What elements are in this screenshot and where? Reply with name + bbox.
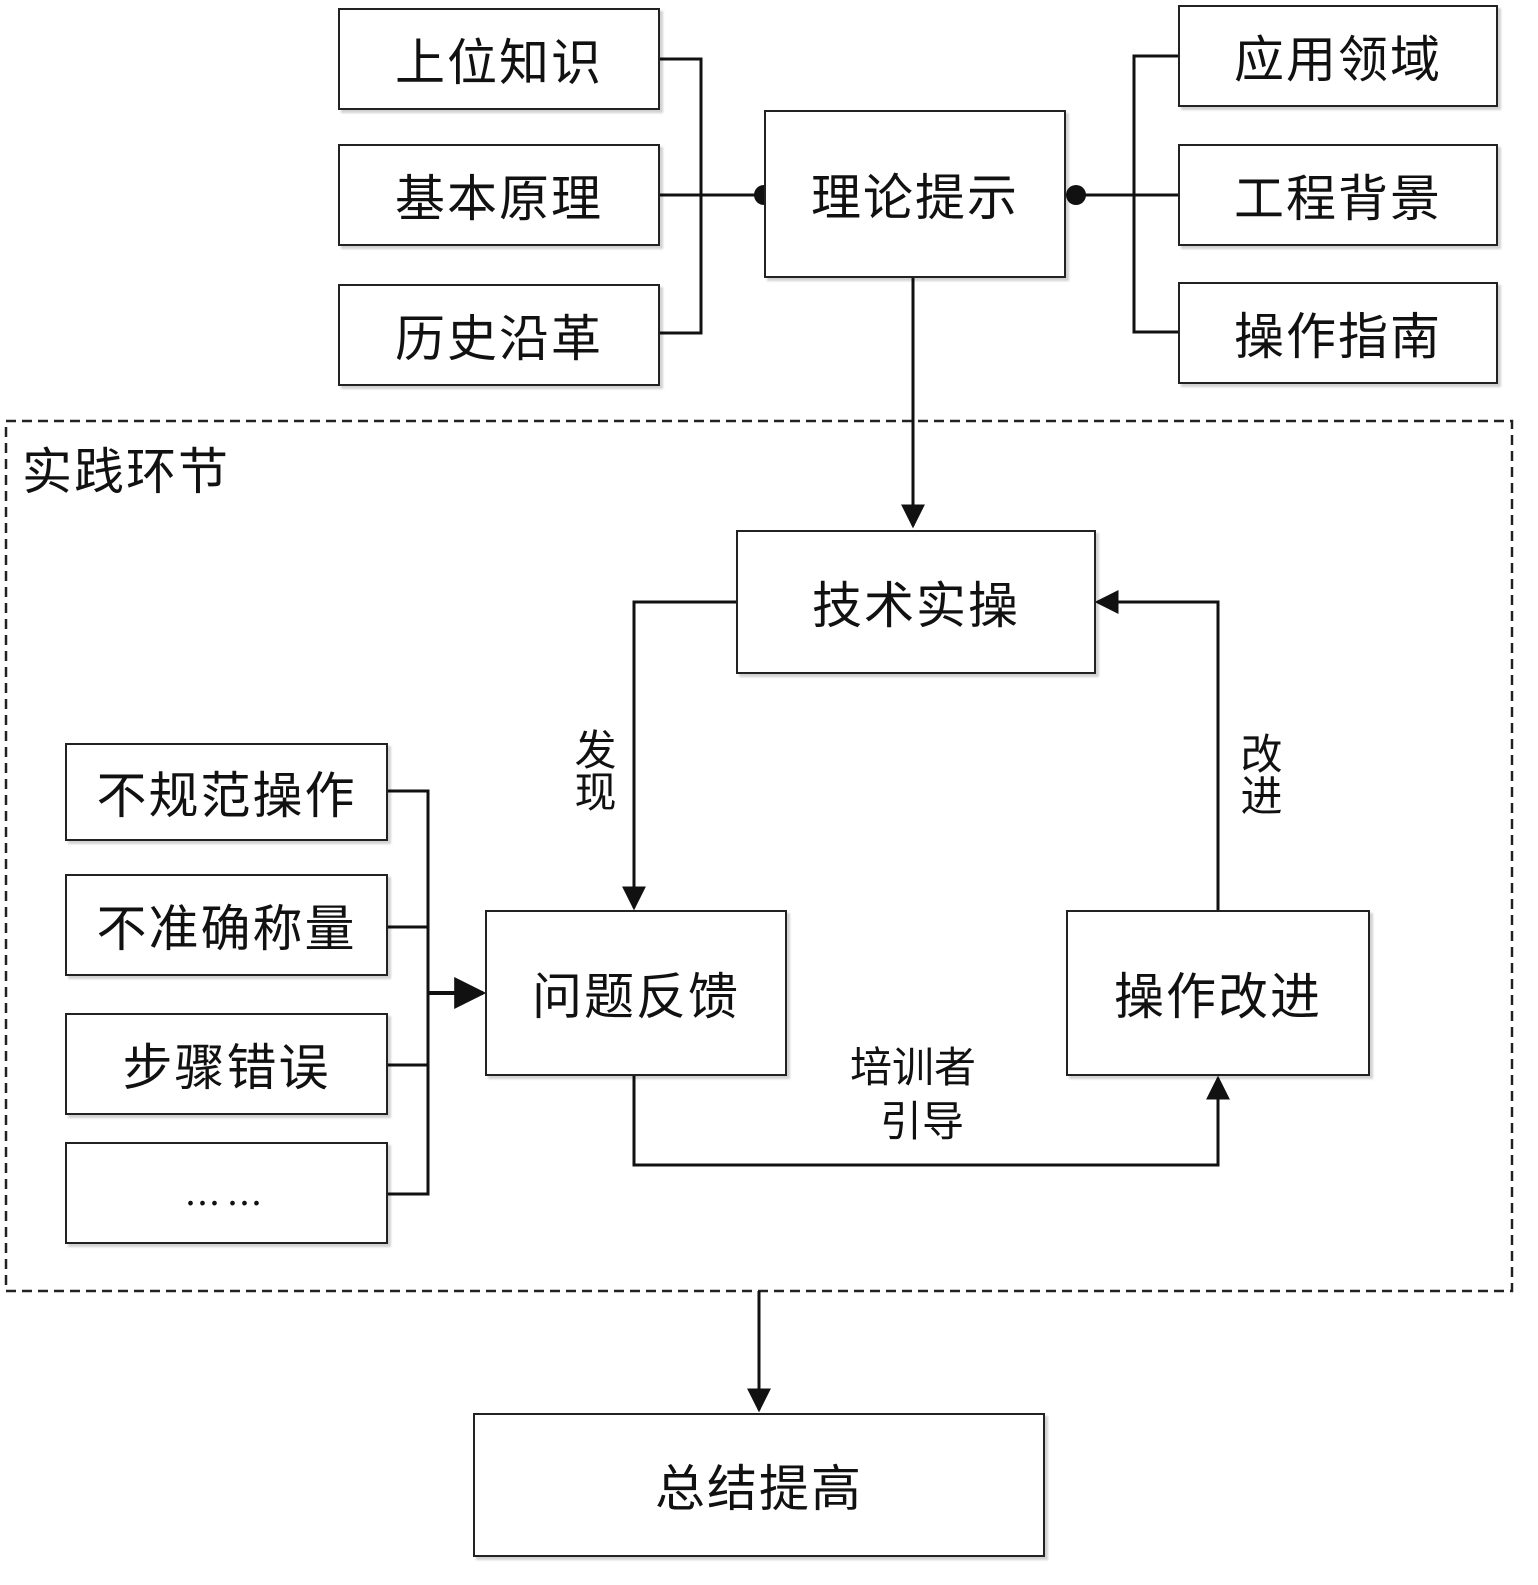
theory-left-item: 上位知识 <box>338 8 660 110</box>
practice-group-title: 实践环节 <box>22 443 230 501</box>
edge-label-guide-line1: 培训者 <box>850 1043 977 1092</box>
issue-item: 不准确称量 <box>65 874 388 976</box>
theory-right-bracket <box>1076 54 1178 334</box>
theory-hint-node: 理论提示 <box>764 110 1066 278</box>
issue-item: 步骤错误 <box>65 1013 388 1115</box>
issue-item: 不规范操作 <box>65 743 388 841</box>
theory-right-item: 工程背景 <box>1178 144 1498 246</box>
issues-bracket <box>388 789 430 1196</box>
theory-right-item: 操作指南 <box>1178 282 1498 384</box>
arrow-improve-loop <box>1094 590 1220 910</box>
issue-item-more: …… <box>65 1142 388 1244</box>
edge-label-improve: 改进 <box>1234 732 1283 816</box>
arrow-discover <box>622 600 736 911</box>
operation-improvement-node: 操作改进 <box>1066 910 1370 1076</box>
technical-practice-node: 技术实操 <box>736 530 1096 674</box>
arrow-guide <box>632 1075 1230 1167</box>
edge-label-discover: 发现 <box>568 728 617 812</box>
problem-feedback-node: 问题反馈 <box>485 910 787 1076</box>
theory-left-item: 历史沿革 <box>338 284 660 386</box>
theory-left-bracket <box>660 57 764 335</box>
theory-left-item: 基本原理 <box>338 144 660 246</box>
summary-node: 总结提高 <box>473 1413 1045 1557</box>
junction-dot-right <box>1066 185 1086 205</box>
theory-right-item: 应用领域 <box>1178 5 1498 107</box>
edge-label-guide-line2: 引导 <box>880 1097 965 1146</box>
